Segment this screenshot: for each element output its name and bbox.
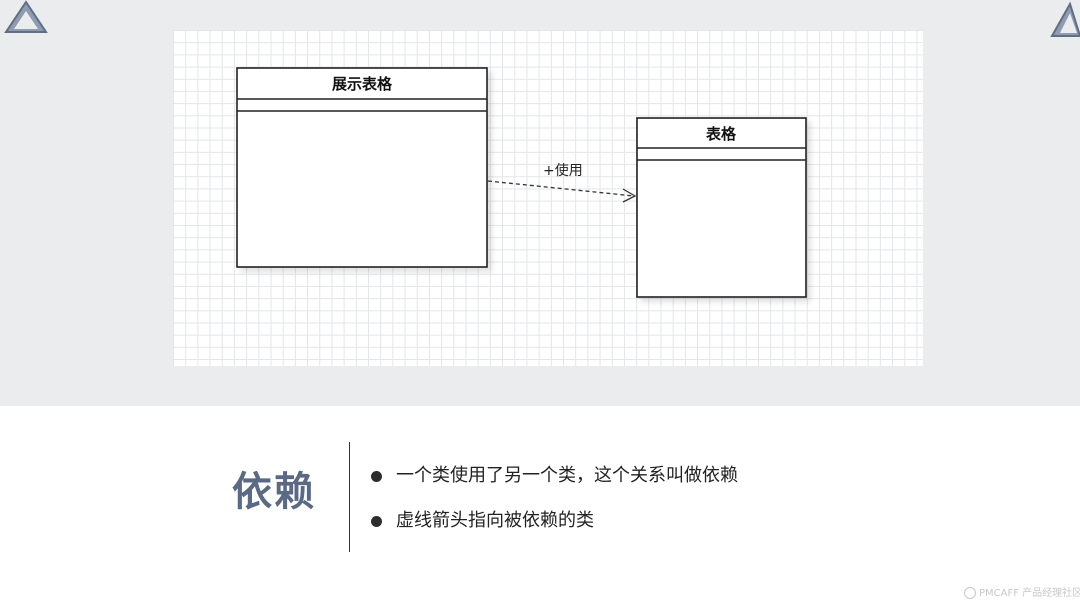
class-left-name: 展示表格	[332, 75, 393, 93]
watermark-logo-icon	[964, 587, 976, 599]
bullet-item: 虚线箭头指向被依赖的类	[370, 507, 738, 535]
dependency-label: +使用	[543, 162, 583, 179]
triangle-logo-icon	[1050, 1, 1080, 37]
dependency-arrow	[487, 180, 637, 203]
watermark: PMCAFF 产品经理社区	[964, 584, 1080, 599]
bullet-text: 一个类使用了另一个类，这个关系叫做依赖	[396, 465, 738, 486]
bullet-list: 一个类使用了另一个类，这个关系叫做依赖 虚线箭头指向被依赖的类	[370, 462, 738, 552]
bullet-text: 虚线箭头指向被依赖的类	[396, 510, 594, 531]
uml-class-right: 表格	[636, 117, 807, 298]
class-right-name: 表格	[706, 125, 737, 143]
slide-bottom-area	[0, 406, 1080, 601]
bullet-dot-icon	[371, 516, 382, 527]
uml-class-diagram: 展示表格 表格 +使用	[236, 67, 807, 298]
divider-line	[349, 442, 350, 552]
bullet-item: 一个类使用了另一个类，这个关系叫做依赖	[370, 462, 738, 490]
watermark-text: PMCAFF 产品经理社区	[979, 588, 1080, 599]
triangle-logo-icon	[4, 0, 48, 33]
uml-class-left: 展示表格	[236, 67, 488, 268]
slide-heading: 依赖	[232, 469, 316, 515]
bullet-dot-icon	[371, 471, 382, 482]
